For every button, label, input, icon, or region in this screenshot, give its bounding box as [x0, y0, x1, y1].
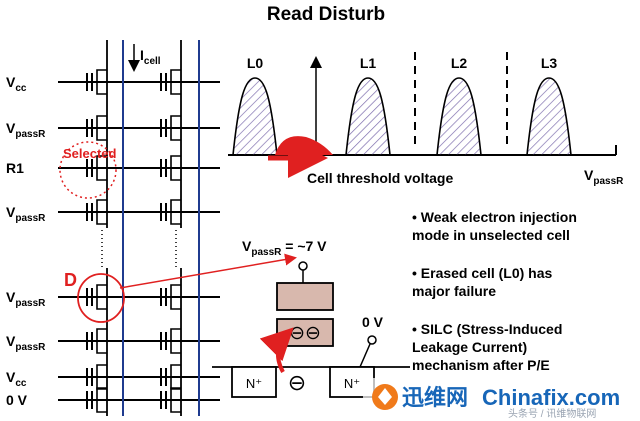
control-gate	[276, 282, 334, 311]
gate-voltage-label: VpassR = ~7 V	[242, 238, 327, 258]
watermark: 迅维网 Chinafix.com 头条号 / 讯维物联网	[363, 378, 640, 421]
row-label: Vcc	[6, 74, 27, 94]
bullet-line: • Weak electron injection	[412, 209, 577, 225]
cell-transistor	[160, 115, 181, 141]
bullet-line: • SILC (Stress-Induced	[412, 321, 562, 337]
selected-label: Selected	[63, 146, 117, 161]
level-peak: L3	[526, 55, 572, 156]
bullet-line: mechanism after P/E	[412, 357, 550, 373]
row-label: 0 V	[6, 392, 28, 408]
cell-transistor	[160, 387, 181, 413]
cell-transistor	[160, 69, 181, 95]
cell-transistor	[86, 328, 107, 354]
cell-transistor	[160, 155, 181, 181]
bullet-line: Leakage Current)	[412, 339, 527, 355]
level-label: L1	[360, 55, 377, 71]
injection-arrow	[259, 327, 294, 373]
channel-electron: ⊖	[288, 370, 306, 395]
watermark-left: 迅维网	[402, 385, 468, 410]
cell-string	[86, 40, 108, 416]
word-lines	[58, 81, 220, 401]
cell-transistor	[160, 328, 181, 354]
bullet-line: major failure	[412, 283, 496, 299]
cell-transistor	[160, 364, 181, 390]
trapped-electrons: ⊖⊖	[289, 323, 321, 344]
bullet-line: • Erased cell (L0) has	[412, 265, 553, 281]
row-label: VpassR	[6, 120, 46, 140]
cell-transistor	[160, 199, 181, 225]
watermark-logo-mark	[378, 388, 392, 405]
cell-string	[160, 40, 182, 416]
cell-transistor	[86, 199, 107, 225]
row-label: VpassR	[6, 204, 46, 224]
vpass-axis-label: VpassR	[584, 167, 624, 187]
disturbed-cell-circle	[77, 273, 125, 323]
level-label: L0	[247, 55, 264, 71]
cell-transistor	[86, 364, 107, 390]
level-peak: L0	[232, 55, 278, 156]
cell-strings	[86, 40, 182, 416]
watermark-band	[363, 378, 640, 421]
cell-transistor	[86, 284, 107, 310]
level-label: L2	[451, 55, 468, 71]
level-label: L3	[541, 55, 558, 71]
drain-voltage-label: 0 V	[362, 314, 384, 330]
cell-transistor	[86, 387, 107, 413]
disturb-link-arrow	[119, 253, 297, 289]
cell-transistor	[86, 155, 107, 181]
cell-transistor	[86, 69, 107, 95]
slide-title: Read Disturb	[267, 4, 385, 25]
row-label: Vcc	[6, 369, 27, 389]
bullet-line: mode in unselected cell	[412, 227, 570, 243]
disturbed-tail	[275, 136, 333, 155]
x-axis-label: Cell threshold voltage	[307, 170, 453, 186]
gate-contact	[298, 261, 308, 271]
cell-transistor	[86, 115, 107, 141]
drain-contact-line	[359, 343, 371, 368]
bullet-list: • Weak electron injection mode in unselec…	[412, 209, 577, 373]
source-region	[231, 366, 277, 398]
selected-cell-circle	[59, 141, 117, 199]
row-label: VpassR	[6, 333, 46, 353]
drain-contact	[367, 335, 377, 345]
cell-cross-section: VpassR = ~7 V ⊖⊖ N⁺ N⁺ ⊖ 0 V	[212, 238, 410, 398]
source-label: N⁺	[246, 376, 262, 391]
drain-label: N⁺	[344, 376, 360, 391]
level-peaks: L0 L1 L2 L3	[232, 55, 572, 156]
row-label: VpassR	[6, 289, 46, 309]
disturbed-cell-label: D	[64, 270, 77, 290]
cell-transistor	[160, 284, 181, 310]
icell-label: Icell	[140, 47, 161, 67]
level-peak: L1	[345, 55, 391, 156]
watermark-overlay: 头条号 / 讯维物联网	[508, 407, 596, 420]
watermark-right: Chinafix.com	[482, 385, 620, 410]
threshold-distribution: L0 L1 L2 L3 Cell threshold voltage VpassR	[228, 52, 624, 187]
row-label: R1	[6, 160, 24, 176]
level-peak: L2	[436, 55, 482, 156]
